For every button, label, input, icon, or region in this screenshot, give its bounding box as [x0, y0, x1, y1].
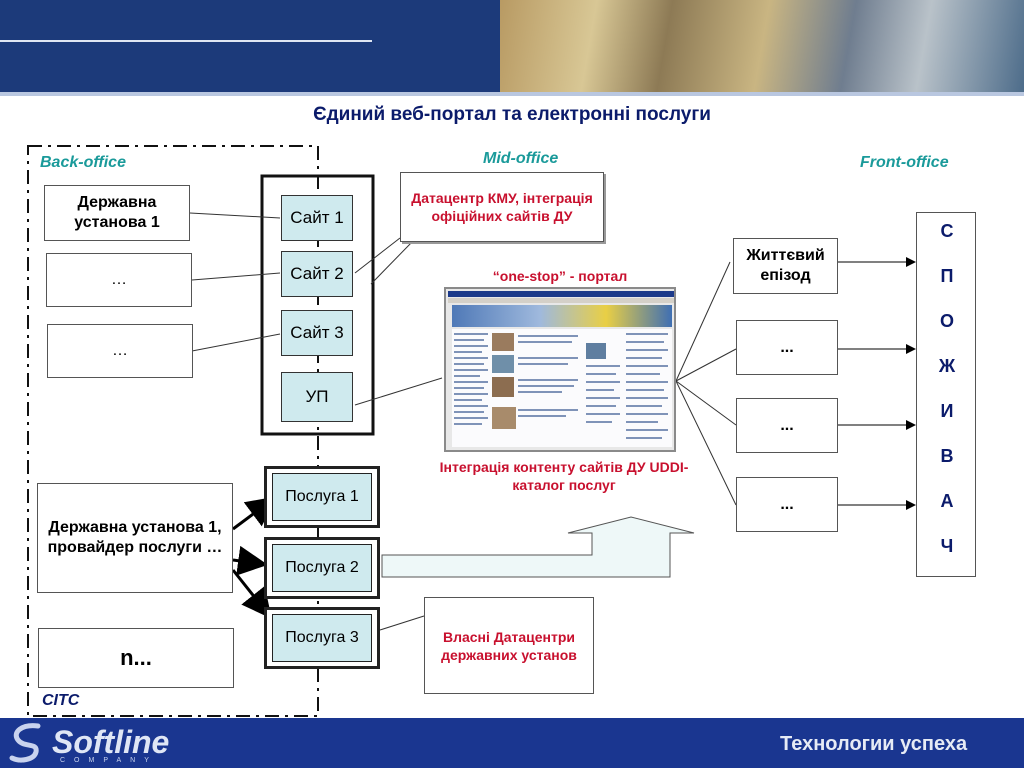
back-office-label: Back-office — [40, 154, 126, 171]
portal-screenshot — [444, 287, 676, 452]
institution-ellipsis-box: … — [47, 324, 193, 378]
header-strip — [0, 92, 1024, 96]
integration-label: Інтеграція контенту сайтів ДУ UDDI-катал… — [439, 459, 689, 493]
service-3-box: Послуга 3 — [272, 614, 372, 662]
front-item-box: ... — [736, 320, 838, 375]
consumer-letter: И — [940, 401, 954, 421]
portal-page-content — [452, 329, 672, 447]
portal-titlebar — [448, 291, 674, 297]
life-episode-box: Життєвий епізод — [733, 238, 838, 294]
footer-brand-sub: COMPANY — [60, 757, 158, 764]
header-photo — [500, 0, 1024, 92]
site-3-box: Сайт 3 — [281, 310, 353, 356]
consumer-box: С П О Ж И В А Ч — [916, 212, 976, 577]
provider-institution-box: Державна установа 1, провайдер послуги … — [37, 483, 233, 593]
consumer-letter: Ж — [938, 356, 956, 376]
header-line — [0, 40, 372, 42]
consumer-letter: О — [939, 311, 954, 331]
citc-label: CITC — [42, 692, 80, 709]
front-office-label: Front-office — [860, 154, 949, 171]
site-1-box: Сайт 1 — [281, 195, 353, 241]
mid-office-label: Mid-office — [483, 150, 559, 167]
footer-brand: Softline — [52, 724, 170, 760]
service-2-box: Послуга 2 — [272, 544, 372, 592]
institution-1-box: Державна установа 1 — [44, 185, 190, 241]
front-item-box: ... — [736, 477, 838, 532]
consumer-letter: А — [940, 491, 954, 511]
consumer-letter: В — [940, 446, 954, 466]
service-1-box: Послуга 1 — [272, 473, 372, 521]
softline-logo-icon — [9, 723, 41, 763]
consumer-letter: Ч — [940, 536, 954, 556]
portal-menubar — [448, 298, 674, 303]
portal-banner — [452, 305, 672, 327]
institution-ellipsis-box: … — [46, 253, 192, 307]
footer-slogan: Технологии успеха — [780, 733, 968, 755]
header-banner — [0, 0, 1024, 92]
consumer-letter: П — [940, 266, 954, 286]
front-item-box: ... — [736, 398, 838, 453]
institution-n-box: n... — [38, 628, 234, 688]
footer-bar — [0, 718, 1024, 768]
site-2-box: Сайт 2 — [281, 251, 353, 297]
datacenter-kmu-callout: Датацентр КМУ, інтеграція офіційних сайт… — [400, 172, 604, 242]
own-datacenters-callout: Власні Датацентри державних установ — [424, 597, 594, 694]
consumer-letter: С — [940, 221, 954, 241]
one-stop-portal-label: “one-stop” - портал — [492, 268, 628, 284]
slide-title: Єдиний веб-портал та електронні послуги — [313, 104, 711, 125]
unified-portal-box: УП — [281, 372, 353, 422]
